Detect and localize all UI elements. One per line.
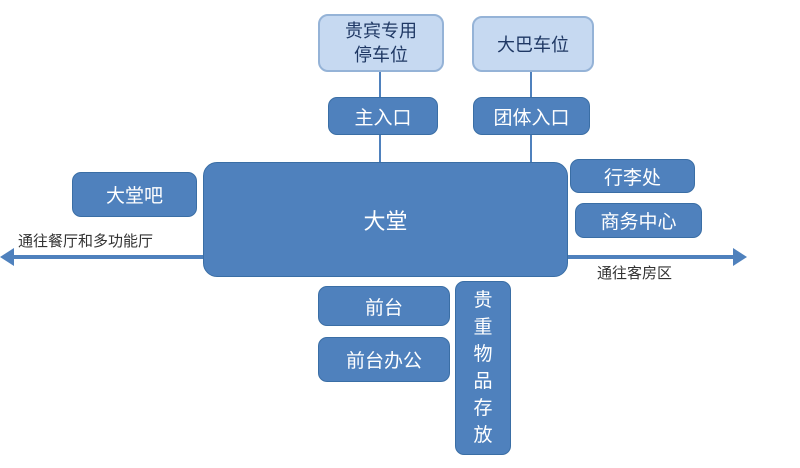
node-business-center: 商务中心 — [575, 203, 702, 238]
node-group-entrance: 团体入口 — [473, 97, 590, 135]
node-lobby: 大堂 — [203, 162, 568, 277]
node-lobby-bar: 大堂吧 — [72, 172, 197, 217]
connector-vip-to-main-entrance — [379, 72, 381, 98]
node-luggage: 行李处 — [570, 159, 695, 193]
node-front-desk: 前台 — [318, 286, 450, 326]
front-office-label: 前台办公 — [345, 351, 422, 372]
vip-parking-label: 贵宾专用停车位 — [345, 20, 417, 65]
group-entrance-label: 团体入口 — [493, 107, 570, 129]
left-arrowhead-icon — [0, 248, 14, 266]
lobby-bar-label: 大堂吧 — [105, 186, 163, 207]
front-desk-label: 前台 — [364, 297, 403, 319]
node-bus-parking: 大巴车位 — [472, 16, 594, 72]
right-route-line — [568, 255, 734, 259]
connector-main-entrance-to-lobby — [379, 135, 381, 163]
business-center-label: 商务中心 — [600, 212, 677, 233]
connector-bus-to-group-entrance — [530, 72, 532, 98]
node-valuables-storage: 贵重物品存放 — [455, 281, 511, 455]
node-main-entrance: 主入口 — [328, 97, 438, 135]
left-route-line — [10, 255, 203, 259]
right-arrowhead-icon — [733, 248, 747, 266]
node-front-office: 前台办公 — [318, 337, 450, 382]
lobby-label: 大堂 — [363, 208, 408, 234]
node-vip-parking: 贵宾专用停车位 — [318, 14, 444, 72]
connector-group-entrance-to-lobby — [530, 135, 532, 163]
bus-parking-label: 大巴车位 — [497, 35, 569, 55]
right-route-label: 通往客房区 — [597, 265, 673, 282]
left-route-label: 通往餐厅和多功能厅 — [18, 233, 154, 250]
main-entrance-label: 主入口 — [354, 107, 412, 129]
luggage-label: 行李处 — [603, 167, 661, 189]
valuables-storage-label: 贵重物品存放 — [473, 290, 493, 446]
